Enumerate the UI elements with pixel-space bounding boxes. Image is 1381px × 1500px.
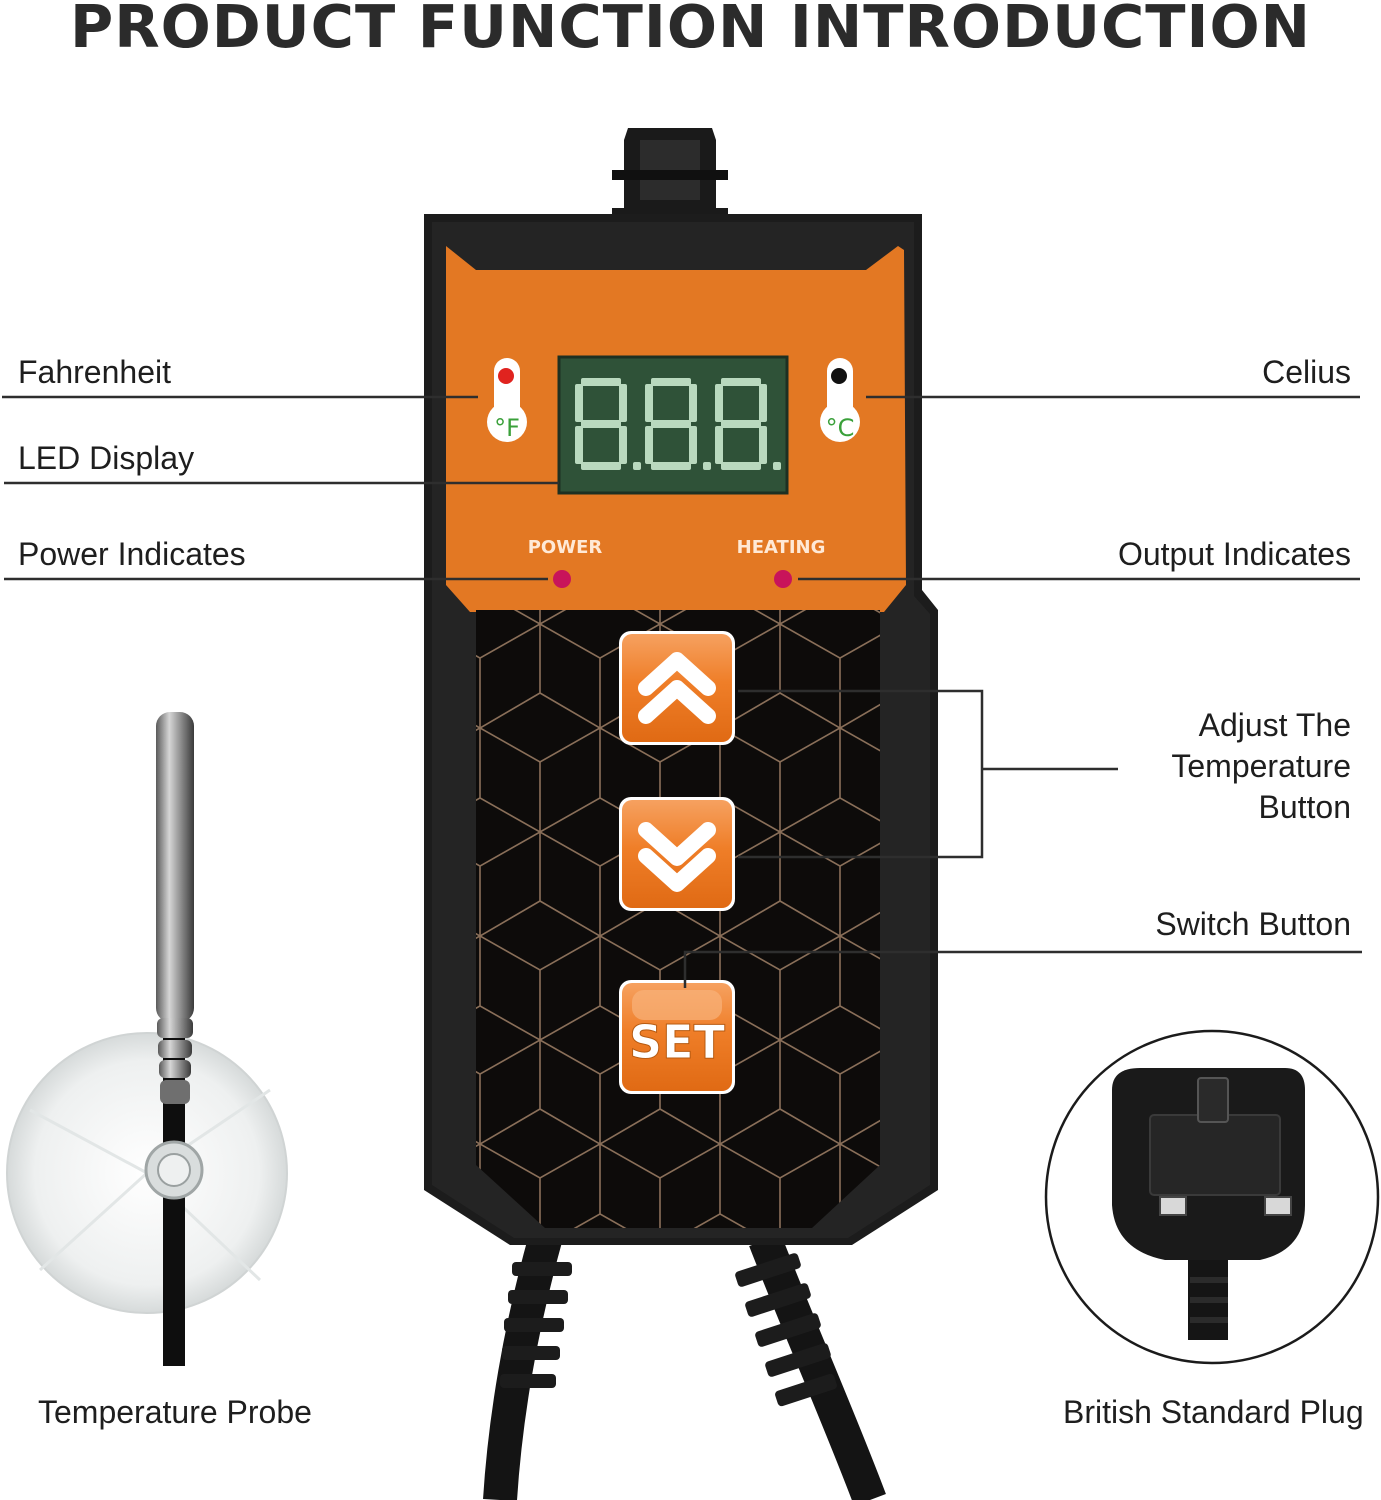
- unit-c-text: °C: [826, 414, 855, 442]
- temperature-down-button[interactable]: [619, 797, 735, 911]
- seven-segment-digits: [575, 378, 781, 470]
- power-indicator-label: POWER: [528, 537, 603, 558]
- set-button-label: SET: [629, 1015, 726, 1069]
- set-button[interactable]: SET: [619, 980, 735, 1094]
- hanging-tab: [612, 128, 728, 222]
- unit-f-text: °F: [494, 414, 520, 442]
- adjust-temperature-label: Adjust The Temperature Button: [1171, 707, 1351, 825]
- fahrenheit-thermometer-icon: °F: [487, 358, 527, 442]
- double-chevron-up-icon: [638, 652, 716, 724]
- power-indicator-led: [553, 570, 571, 588]
- british-standard-plug-label: British Standard Plug: [1063, 1394, 1364, 1430]
- temperature-up-button[interactable]: [619, 631, 735, 745]
- celsius-thermometer-icon: °C: [820, 358, 860, 442]
- led-display-label: LED Display: [18, 440, 195, 476]
- fahrenheit-label: Fahrenheit: [18, 354, 171, 390]
- power-cable: [483, 1233, 886, 1500]
- power-indicates-label: Power Indicates: [18, 536, 246, 572]
- callout-lines: [2, 395, 1362, 988]
- led-display: [557, 355, 789, 495]
- heating-indicator-led: [774, 570, 792, 588]
- temperature-probe-illustration: [6, 712, 288, 1366]
- british-plug-illustration: [1044, 1029, 1380, 1365]
- double-chevron-down-icon: [638, 822, 716, 892]
- hex-pattern-panel: [476, 610, 880, 1228]
- switch-button-label: Switch Button: [1155, 906, 1351, 942]
- temperature-probe-label: Temperature Probe: [38, 1394, 312, 1430]
- page-title: PRODUCT FUNCTION INTRODUCTION: [69, 0, 1312, 61]
- output-indicates-label: Output Indicates: [1117, 536, 1351, 572]
- heating-indicator-label: HEATING: [737, 537, 826, 558]
- celsius-label: Celius: [1262, 354, 1351, 390]
